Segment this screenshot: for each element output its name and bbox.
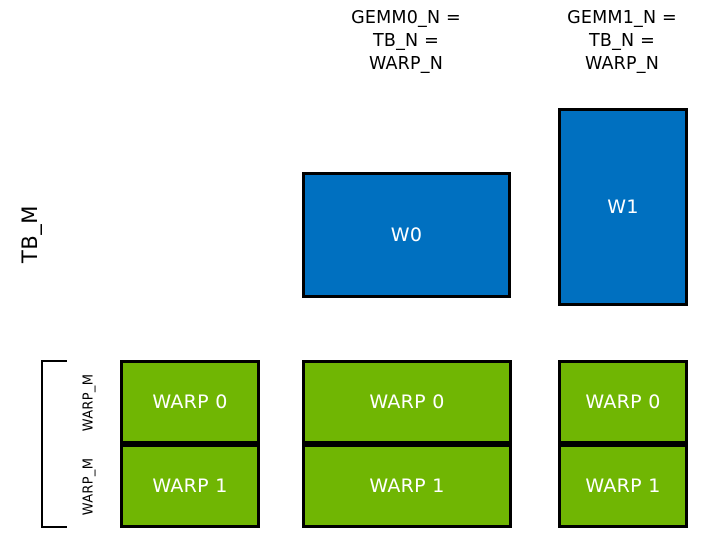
label-warp-m-bottom: WARP_M [81,457,97,516]
column-header-gemm1: GEMM1_N = TB_N = WARP_N [567,8,677,75]
label-warp-m-top: WARP_M [81,373,97,432]
warp-row-1: WARP 1 [120,444,260,528]
warp-row-1: WARP 1 [302,444,512,528]
warp-tile-w0: W0 [302,172,511,298]
threadblock-column-left: WARP 0 WARP 1 [120,360,260,528]
label-tb-m: TB_M [18,205,42,263]
warp-row-0: WARP 0 [302,360,512,444]
threadblock-column-right: WARP 0 WARP 1 [558,360,688,528]
warp-row-0: WARP 0 [558,360,688,444]
threadblock-column-middle: WARP 0 WARP 1 [302,360,512,528]
column-header-gemm0: GEMM0_N = TB_N = WARP_N [351,8,461,75]
tb-m-bracket [41,360,67,528]
warp-tile-w1: W1 [558,108,688,306]
warp-row-0: WARP 0 [120,360,260,444]
warp-row-1: WARP 1 [558,444,688,528]
